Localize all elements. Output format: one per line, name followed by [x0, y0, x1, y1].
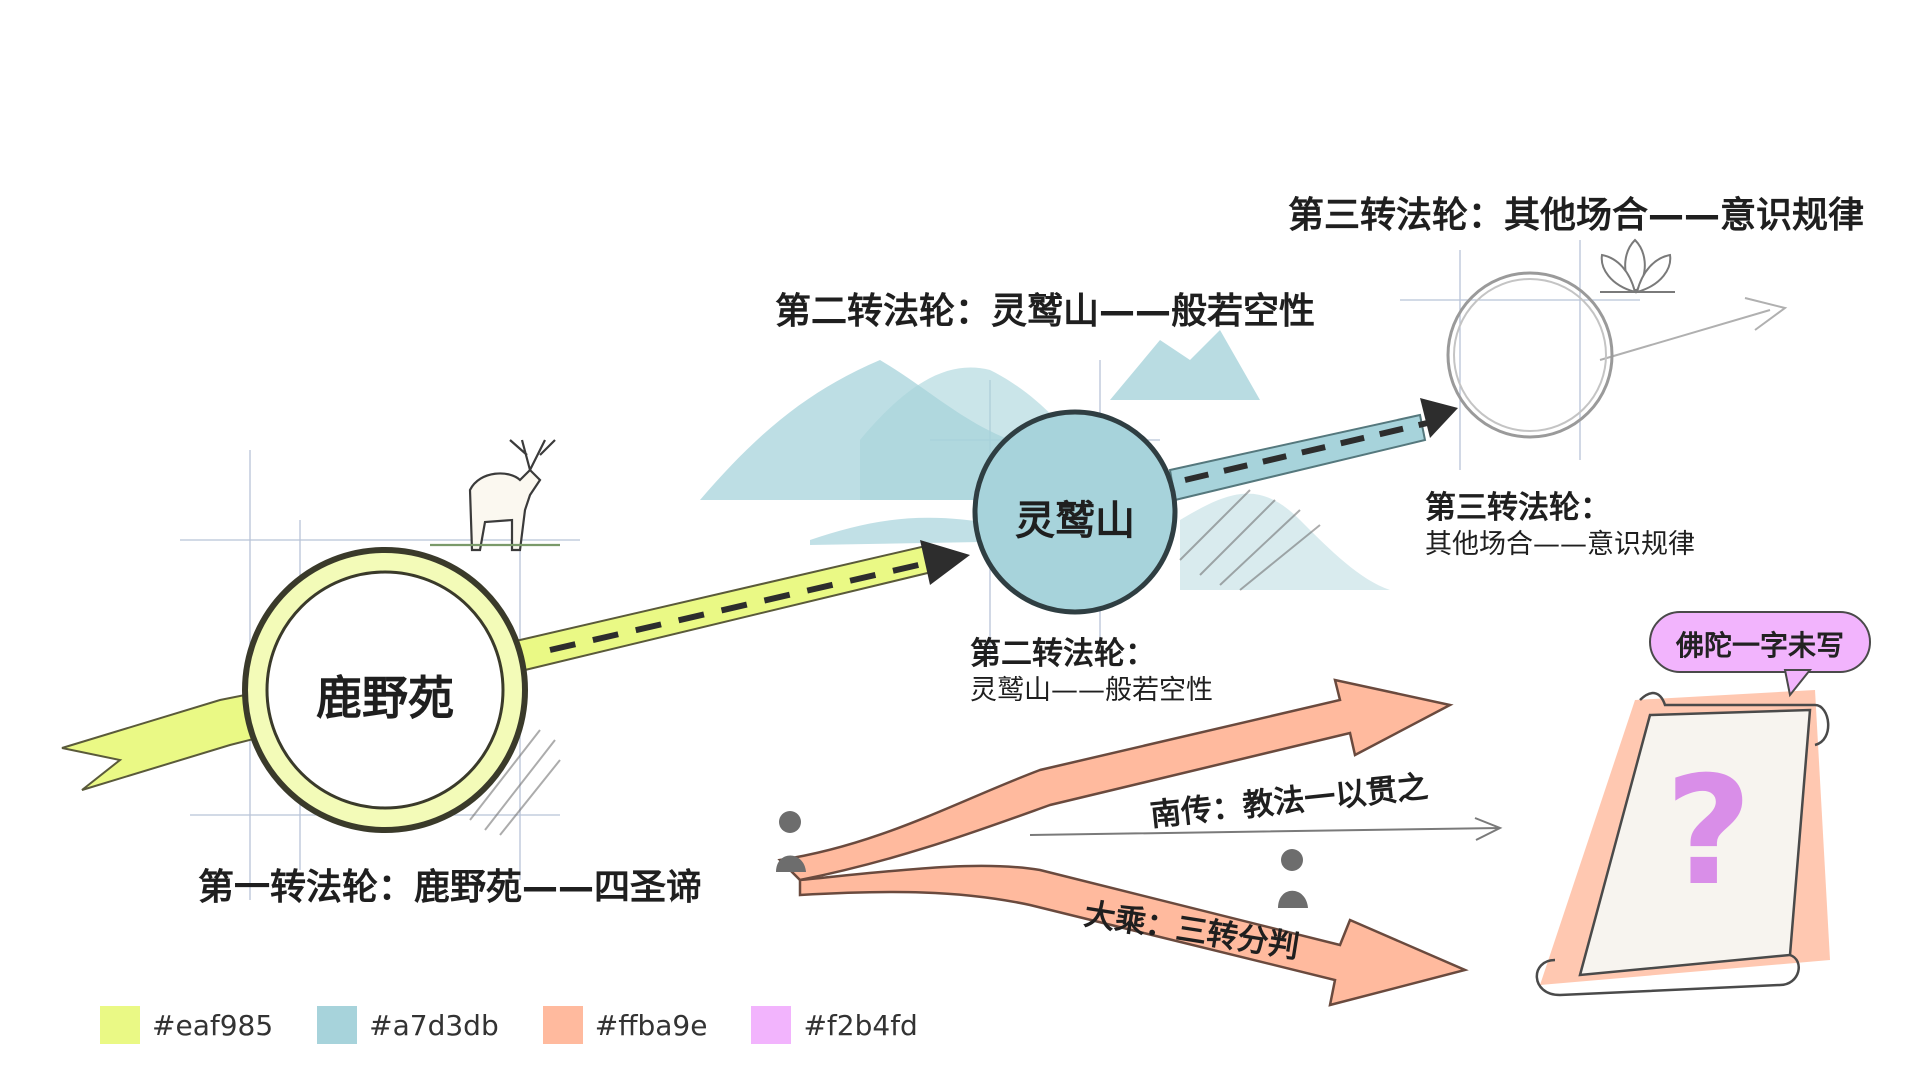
- stage2-band: [1168, 413, 1427, 502]
- stage2-circle-label: 灵鹫山: [1015, 498, 1135, 544]
- stage1-caption: 第一转法轮：鹿野苑——四圣谛: [198, 867, 703, 908]
- legend-item: #f2b4fd: [751, 1006, 918, 1044]
- stage2-arrowhead: [1420, 398, 1458, 438]
- legend-item: #eaf985: [100, 1006, 273, 1044]
- legend-item: #a7d3db: [317, 1006, 499, 1044]
- legend-swatch: [317, 1006, 358, 1044]
- legend-item: #ffba9e: [542, 1006, 708, 1044]
- stage3-top-title: 第三转法轮：其他场合——意识规律: [1288, 195, 1865, 236]
- stage2-top-title: 第二转法轮：灵鹫山——般若空性: [775, 291, 1316, 332]
- legend-swatch: [100, 1006, 140, 1044]
- legend-label: #f2b4fd: [803, 1008, 918, 1042]
- branch-arrows: [777, 678, 1503, 1007]
- stage3-caption-line1: 第三转法轮：: [1425, 490, 1611, 526]
- speech-bubble-text: 佛陀一字未写: [1675, 629, 1844, 662]
- legend-swatch: [542, 1006, 583, 1044]
- legend-label: #a7d3db: [369, 1008, 499, 1042]
- lotus-icon: [1600, 238, 1675, 294]
- mahayana-branch-arrow: [798, 864, 1469, 1007]
- stage3-circle: [1446, 271, 1614, 439]
- legend-label: #ffba9e: [594, 1008, 708, 1042]
- stage2-caption-line1: 第二转法轮：: [970, 636, 1156, 672]
- deer-icon: [430, 439, 560, 552]
- stage2-dash-line: [1184, 417, 1441, 483]
- legend-label: #eaf985: [152, 1008, 274, 1042]
- south-branch-arrow: [777, 678, 1454, 882]
- south-thin-arrow: [1029, 817, 1503, 841]
- question-mark-icon: ?: [1665, 745, 1753, 919]
- stage2-circle: [972, 409, 1178, 615]
- legend-swatch: [751, 1006, 792, 1044]
- stage1-dash-line: [549, 557, 941, 653]
- color-legend: #eaf985 #a7d3db #ffba9e #f2b4fd: [100, 1006, 918, 1044]
- stage2-caption-line2: 灵鹫山——般若空性: [970, 675, 1213, 706]
- hatch-shading: [469, 489, 1321, 836]
- stage1-circle: [242, 547, 528, 833]
- scroll-icon: [1535, 690, 1830, 997]
- speech-bubble: [1649, 611, 1871, 698]
- person-icon: [1278, 849, 1308, 908]
- person-icon: [776, 811, 806, 872]
- stage1-circle-label: 鹿野苑: [316, 671, 454, 725]
- stage3-faint-arrow: [1599, 297, 1788, 361]
- stage3-caption-line2: 其他场合——意识规律: [1425, 529, 1695, 560]
- stage1-arrowhead: [920, 540, 970, 585]
